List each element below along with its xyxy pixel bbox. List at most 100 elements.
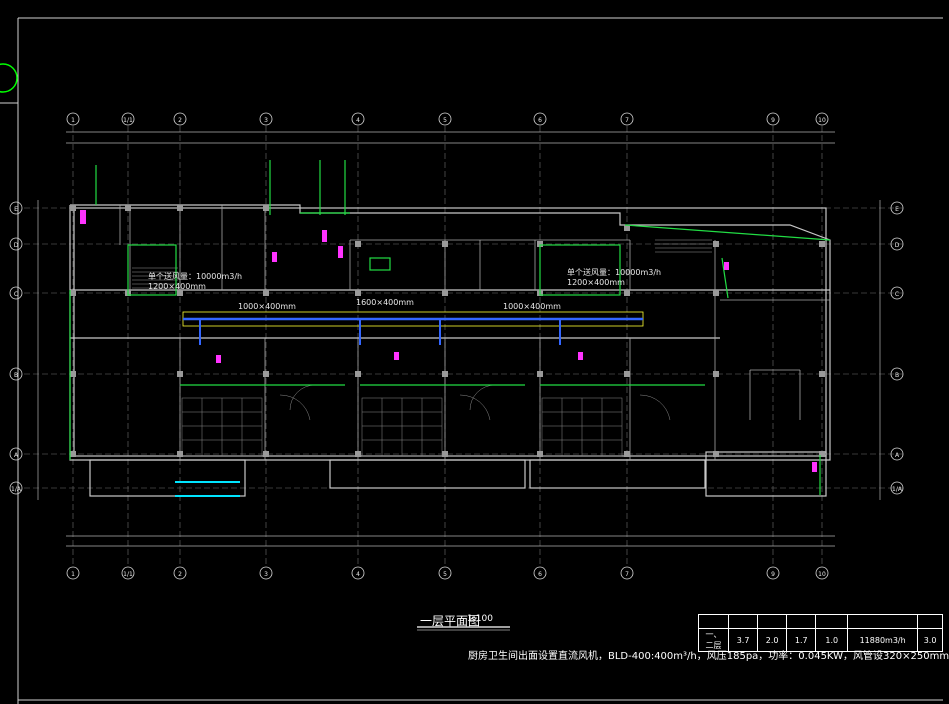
svg-text:2: 2 — [178, 571, 182, 578]
svg-text:1: 1 — [71, 117, 75, 124]
cyan-fitting — [175, 481, 240, 497]
table-header-cell — [697, 614, 730, 629]
svg-text:C: C — [895, 291, 899, 298]
column — [355, 241, 361, 247]
axis-bubble-top-6: 6 — [533, 112, 547, 126]
column — [263, 205, 269, 211]
column — [442, 241, 448, 247]
axis-bubble-right-1/A: 1/A — [890, 481, 904, 495]
svg-text:1/A: 1/A — [892, 486, 903, 493]
axis-bubble-bottom-4: 4 — [351, 566, 365, 580]
svg-text:E: E — [895, 206, 899, 213]
axis-bubble-bottom-6: 6 — [533, 566, 547, 580]
column — [819, 451, 825, 457]
axis-bubble-right-E: E — [890, 201, 904, 215]
column — [713, 241, 719, 247]
svg-text:3: 3 — [264, 117, 268, 124]
column — [263, 371, 269, 377]
axis-bubble-bottom-1: 1 — [66, 566, 80, 580]
table-header-cell — [815, 614, 849, 629]
column — [70, 451, 76, 457]
table-header-cell — [917, 614, 943, 629]
column — [442, 371, 448, 377]
svg-text:D: D — [895, 242, 900, 249]
svg-text:1/A: 1/A — [11, 486, 22, 493]
svg-text:2: 2 — [178, 117, 182, 124]
table-header-cell — [728, 614, 759, 629]
table-header-cell — [847, 614, 919, 629]
axis-bubble-top-1/1: 1/1 — [121, 112, 135, 126]
duct-size-left: 1000×400mm — [238, 302, 296, 311]
ahu-label-left: 单个送风量：10000m3/h 1200×400mm — [148, 272, 242, 292]
axis-bubble-right-D: D — [890, 237, 904, 251]
column — [70, 205, 76, 211]
column — [713, 371, 719, 377]
axis-bubble-bottom-1/1: 1/1 — [121, 566, 135, 580]
dimension-lines — [37, 131, 881, 547]
axis-bubble-top-4: 4 — [351, 112, 365, 126]
footnote: 厨房卫生间出面设置直流风机，BLD-400:400m³/h，风压185pa，功率… — [468, 651, 949, 662]
ahu-label-right: 单个送风量：10000m3/h 1200×400mm — [567, 268, 661, 288]
axis-bubble-bottom-3: 3 — [259, 566, 273, 580]
svg-text:A: A — [14, 452, 19, 459]
column — [819, 241, 825, 247]
table-row: 一、二层 3.7 2.0 1.7 1.0 11880m3/h 3.0 — [697, 628, 943, 652]
ahu-left-duct: 1200×400mm — [148, 282, 206, 291]
table-cell: 2.0 — [757, 628, 788, 652]
svg-text:7: 7 — [625, 571, 629, 578]
table-header-row — [697, 614, 943, 629]
axis-bubble-top-9: 9 — [766, 112, 780, 126]
column — [624, 290, 630, 296]
axis-bubble-left-A: A — [9, 447, 23, 461]
svg-text:10: 10 — [818, 117, 826, 124]
svg-text:4: 4 — [356, 571, 360, 578]
drawing-scale: 1:100 — [467, 614, 493, 624]
svg-text:4: 4 — [356, 117, 360, 124]
axis-bubble-left-E: E — [9, 201, 23, 215]
svg-text:B: B — [14, 372, 18, 379]
sheet-frame — [0, 17, 943, 704]
column — [355, 371, 361, 377]
table-cell: 11880m3/h — [847, 628, 919, 652]
axis-bubble-right-C: C — [890, 286, 904, 300]
column — [537, 241, 543, 247]
svg-text:5: 5 — [443, 571, 447, 578]
svg-text:D: D — [14, 242, 19, 249]
axis-bubble-right-B: B — [890, 367, 904, 381]
svg-text:9: 9 — [771, 571, 775, 578]
svg-text:7: 7 — [625, 117, 629, 124]
column — [819, 371, 825, 377]
svg-text:1/1: 1/1 — [123, 117, 133, 124]
axis-bubble-left-C: C — [9, 286, 23, 300]
ahu-left-airflow: 单个送风量：10000m3/h — [148, 272, 243, 281]
svg-text:5: 5 — [443, 117, 447, 124]
axis-bubble-bottom-10: 10 — [815, 566, 829, 580]
column — [125, 205, 131, 211]
axis-grid — [24, 126, 905, 566]
duct-size-right: 1000×400mm — [503, 302, 561, 311]
table-header-cell — [786, 614, 817, 629]
axis-bubble-left-B: B — [9, 367, 23, 381]
axis-bubble-bottom-7: 7 — [620, 566, 634, 580]
axis-bubble-top-10: 10 — [815, 112, 829, 126]
partitions — [119, 205, 830, 460]
svg-text:10: 10 — [818, 571, 826, 578]
column — [177, 205, 183, 211]
column — [177, 290, 183, 296]
column — [177, 371, 183, 377]
exhaust-fans — [80, 210, 817, 472]
svg-text:6: 6 — [538, 117, 542, 124]
table-cell: 3.0 — [917, 628, 943, 652]
column — [624, 451, 630, 457]
axis-bubble-left-1/A: 1/A — [9, 481, 23, 495]
drawing-title: 一层平面图 — [420, 614, 481, 628]
supply-duct — [182, 311, 644, 345]
svg-text:B: B — [895, 372, 899, 379]
svg-text:1: 1 — [71, 571, 75, 578]
table-cell: 一、二层 — [697, 628, 730, 652]
column — [624, 225, 630, 231]
column — [442, 451, 448, 457]
duct-size-center: 1600×400mm — [356, 298, 414, 307]
axis-bubble-top-5: 5 — [438, 112, 452, 126]
